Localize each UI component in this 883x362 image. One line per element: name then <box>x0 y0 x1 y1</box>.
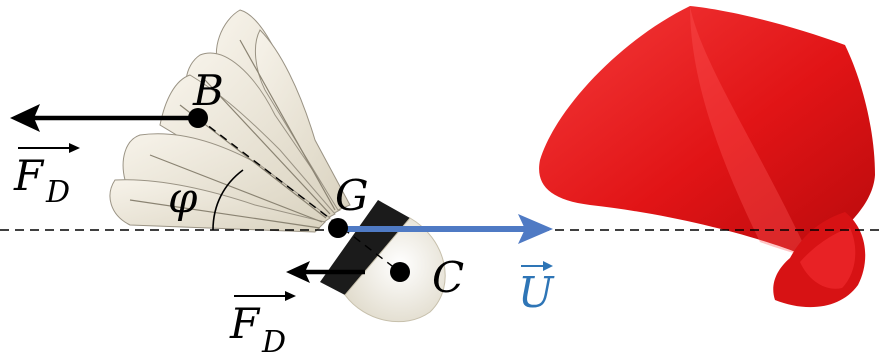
upper-drag-force-label: F D <box>13 143 80 210</box>
upper-drag-force-arrow <box>10 104 198 132</box>
lower-drag-force-symbol: F <box>229 299 261 348</box>
upper-drag-force-subscript: D <box>45 175 70 210</box>
cone-shading <box>690 6 810 258</box>
feathers <box>109 9 351 233</box>
red-cone <box>539 6 875 308</box>
label-B: B <box>192 66 224 115</box>
point-B <box>188 108 208 128</box>
point-G <box>328 218 348 238</box>
point-C <box>390 262 410 282</box>
velocity-label: U <box>518 261 555 317</box>
lower-drag-force-subscript: D <box>261 325 286 360</box>
cone-body <box>539 6 875 258</box>
velocity-symbol: U <box>518 268 555 317</box>
upper-drag-force-symbol: F <box>13 151 45 200</box>
lower-drag-force-label: F D <box>229 291 296 360</box>
label-G: G <box>335 171 369 220</box>
label-C: C <box>432 253 464 302</box>
label-phi: φ <box>168 173 198 222</box>
shuttle-axis-line <box>197 117 401 273</box>
lower-drag-force-arrow <box>286 261 365 283</box>
velocity-arrow <box>340 214 553 244</box>
cone-cap-highlight <box>800 228 856 289</box>
angle-phi-arc <box>212 169 244 231</box>
